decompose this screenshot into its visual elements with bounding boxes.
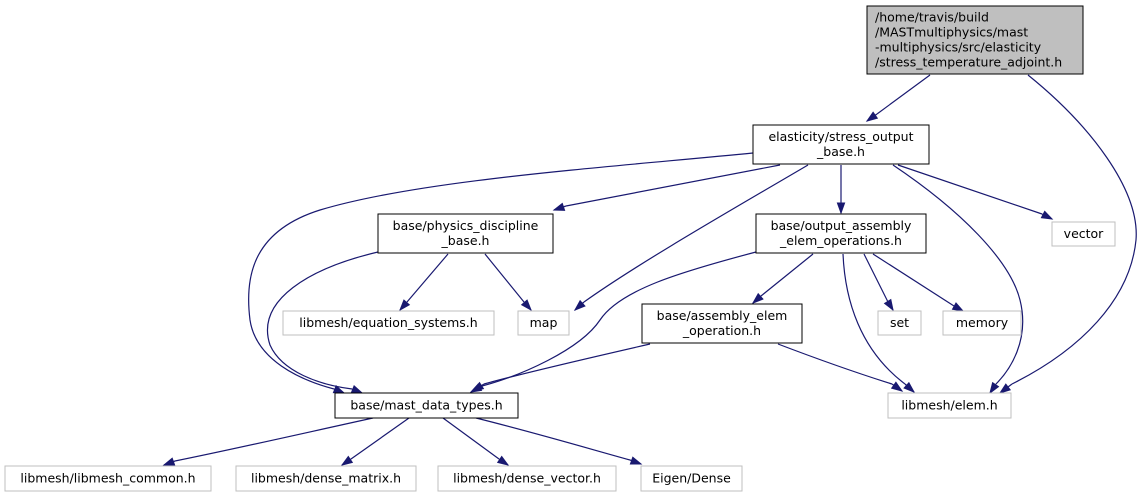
node-assembly-elem[interactable]: base/assembly_elem_operation.h (641, 303, 803, 344)
node-label: base/physics_discipline (393, 218, 539, 233)
node-box (640, 465, 743, 492)
arrowhead-mast_data-to-dense_matrix (340, 455, 354, 466)
node-label: libmesh/dense_matrix.h (251, 471, 401, 486)
node-label: base/mast_data_types.h (350, 398, 502, 413)
edge-stress_output-to-elem (892, 164, 1024, 385)
node-box (866, 5, 1084, 75)
arrowhead-mast_data-to-libmesh_common (162, 457, 176, 466)
node-label: base/assembly_elem (657, 308, 788, 323)
edge-output_assembly-to-set (863, 253, 889, 303)
node-label: /home/travis/build (875, 10, 989, 25)
node-libmesh-common[interactable]: libmesh/libmesh_common.h (4, 465, 212, 492)
node-box (641, 303, 803, 344)
arrowhead-output_assembly-to-elem (903, 381, 916, 393)
edge-mast_data-to-dense_vector (442, 417, 500, 460)
edge-output_assembly-to-assembly_elem (760, 253, 814, 297)
edge-output_assembly-to-mast_data (481, 251, 757, 387)
node-box (877, 310, 922, 336)
edge-physics-to-mast_data (267, 251, 379, 390)
node-root[interactable]: /home/travis/build/MASTmultiphysics/mast… (866, 5, 1084, 75)
node-label: libmesh/dense_vector.h (453, 471, 601, 486)
node-stress-output[interactable]: elasticity/stress_output_base.h (752, 124, 930, 165)
node-set[interactable]: set (877, 310, 922, 336)
arrowhead-output_assembly-to-assembly_elem (751, 292, 764, 304)
node-box (1051, 221, 1116, 247)
node-label: elasticity/stress_output (768, 129, 913, 144)
node-box (377, 213, 554, 254)
node-box (235, 465, 417, 492)
edge-root-to-elem (1011, 74, 1137, 385)
edge-root-to-stress_output (876, 74, 931, 115)
node-label: set (890, 315, 909, 330)
node-label: libmesh/equation_systems.h (299, 315, 477, 330)
edge-stress_output-to-map (583, 164, 809, 303)
arrowhead-stress_output-to-vector (1040, 210, 1054, 220)
node-label: Eigen/Dense (652, 471, 731, 486)
arrowhead-stress_output-to-elem (989, 381, 1000, 395)
arrowhead-root-to-elem (998, 383, 1012, 394)
edge-output_assembly-to-elem (842, 253, 906, 385)
edge-mast_data-to-dense_matrix (350, 417, 410, 460)
arrowhead-stress_output-to-output_assembly (836, 202, 846, 215)
edge-stress_output-to-physics (565, 164, 781, 207)
arrowhead-output_assembly-to-memory (951, 302, 965, 312)
edge-physics-to-eq_systems (406, 253, 449, 303)
arrowhead-output_assembly-to-set (883, 298, 894, 312)
node-label: _elem_operations.h (779, 233, 902, 248)
node-box (334, 392, 519, 419)
node-label: base/output_assembly (771, 218, 912, 233)
node-map[interactable]: map (517, 310, 570, 336)
edge-assembly_elem-to-elem (777, 343, 893, 385)
node-box (4, 465, 212, 492)
node-dense-matrix[interactable]: libmesh/dense_matrix.h (235, 465, 417, 492)
node-box (755, 213, 927, 254)
node-box (282, 310, 495, 336)
node-label: memory (956, 315, 1009, 330)
edge-stress_output-to-mast_data (248, 152, 754, 390)
node-elem[interactable]: libmesh/elem.h (887, 392, 1012, 419)
node-eq-systems[interactable]: libmesh/equation_systems.h (282, 310, 495, 336)
arrowhead-mast_data-to-dense_vector (496, 455, 510, 466)
arrowhead-assembly_elem-to-mast_data (471, 381, 485, 392)
node-label: _operation.h (682, 323, 761, 338)
node-label: libmesh/elem.h (901, 398, 997, 413)
node-dense-vector[interactable]: libmesh/dense_vector.h (437, 465, 617, 492)
node-label: libmesh/libmesh_common.h (20, 471, 195, 486)
node-box (942, 310, 1022, 336)
node-label: -multiphysics/src/elasticity (875, 40, 1042, 55)
node-box (887, 392, 1012, 419)
edge-stress_output-to-vector (897, 164, 1043, 215)
node-box (517, 310, 570, 336)
node-eigen-dense[interactable]: Eigen/Dense (640, 465, 743, 492)
edge-assembly_elem-to-mast_data (483, 343, 651, 385)
node-output-assembly[interactable]: base/output_assembly_elem_operations.h (755, 213, 927, 254)
arrowhead-stress_output-to-physics (552, 202, 566, 211)
edge-output_assembly-to-memory (872, 253, 955, 307)
edge-mast_data-to-eigen_dense (475, 417, 631, 461)
arrowhead-stress_output-to-map (573, 299, 586, 311)
nodes: /home/travis/build/MASTmultiphysics/mast… (4, 5, 1116, 492)
node-box (437, 465, 617, 492)
node-mast-data[interactable]: base/mast_data_types.h (334, 392, 519, 419)
node-label: /MASTmultiphysics/mast (875, 25, 1028, 40)
arrowhead-physics-to-mast_data (350, 385, 364, 394)
node-label: vector (1064, 226, 1105, 241)
edge-physics-to-map (484, 253, 525, 303)
node-memory[interactable]: memory (942, 310, 1022, 336)
arrowhead-physics-to-eq_systems (399, 299, 411, 312)
node-label: /stress_temperature_adjoint.h (875, 55, 1062, 70)
node-physics[interactable]: base/physics_discipline_base.h (377, 213, 554, 254)
node-box (752, 124, 930, 165)
edges (162, 74, 1137, 466)
edge-mast_data-to-libmesh_common (174, 417, 374, 462)
node-label: map (530, 315, 558, 330)
node-label: _base.h (441, 233, 490, 248)
node-label: _base.h (816, 144, 865, 159)
arrowhead-root-to-stress_output (865, 111, 879, 122)
arrowhead-physics-to-map (520, 299, 532, 312)
arrowhead-assembly_elem-to-elem (890, 381, 904, 392)
node-vector[interactable]: vector (1051, 221, 1116, 247)
arrowhead-mast_data-to-eigen_dense (629, 456, 643, 465)
